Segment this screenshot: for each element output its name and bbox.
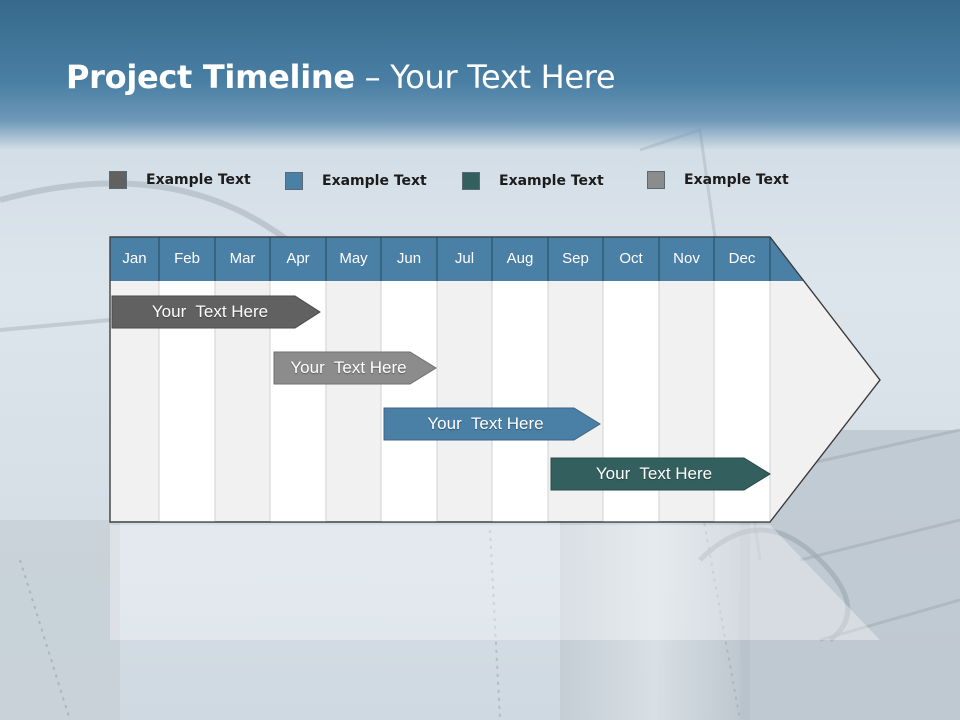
- month-label: Mar: [229, 250, 256, 267]
- month-label: Nov: [673, 250, 700, 267]
- task-bar-label: Your Text Here: [151, 302, 269, 321]
- header-dividers: [158, 237, 771, 281]
- arrow-reflection: [110, 525, 880, 640]
- legend-label: Example Text: [146, 172, 251, 188]
- legend-swatch: [109, 171, 127, 189]
- task-bar: [111, 295, 321, 329]
- legend-label: Example Text: [322, 173, 427, 189]
- header-band: [0, 0, 960, 150]
- month-label: Jul: [454, 250, 475, 267]
- month-label: Feb: [174, 250, 200, 267]
- white-column: [381, 281, 437, 522]
- month-label: May: [339, 250, 368, 267]
- arrow-outline: [109, 236, 881, 523]
- month-label: Sep: [562, 250, 589, 267]
- task-bar-label: Your Text Here: [290, 358, 407, 377]
- task-bar: [383, 407, 601, 441]
- month-header-bar: [110, 237, 804, 281]
- legend-swatch: [462, 172, 480, 190]
- page-title: Project Timeline – Your Text Here: [66, 58, 616, 96]
- legend-swatch: [647, 171, 665, 189]
- task-bar: [273, 351, 437, 385]
- month-label: Jan: [122, 250, 147, 267]
- month-label: Oct: [619, 250, 643, 267]
- task-bar: [550, 457, 771, 491]
- title-rest: – Your Text Here: [354, 58, 616, 96]
- month-label: Jun: [396, 250, 422, 267]
- task-bar-label: Your Text Here: [595, 464, 713, 483]
- legend-label: Example Text: [499, 173, 604, 189]
- title-bold: Project Timeline: [66, 58, 355, 96]
- month-label: Dec: [728, 250, 756, 267]
- task-bar-label: Your Text Here: [427, 414, 544, 433]
- legend-label: Example Text: [684, 172, 789, 188]
- legend-swatch: [285, 172, 303, 190]
- month-label: Apr: [286, 250, 310, 267]
- month-label: Aug: [506, 250, 534, 267]
- white-column: [492, 281, 548, 522]
